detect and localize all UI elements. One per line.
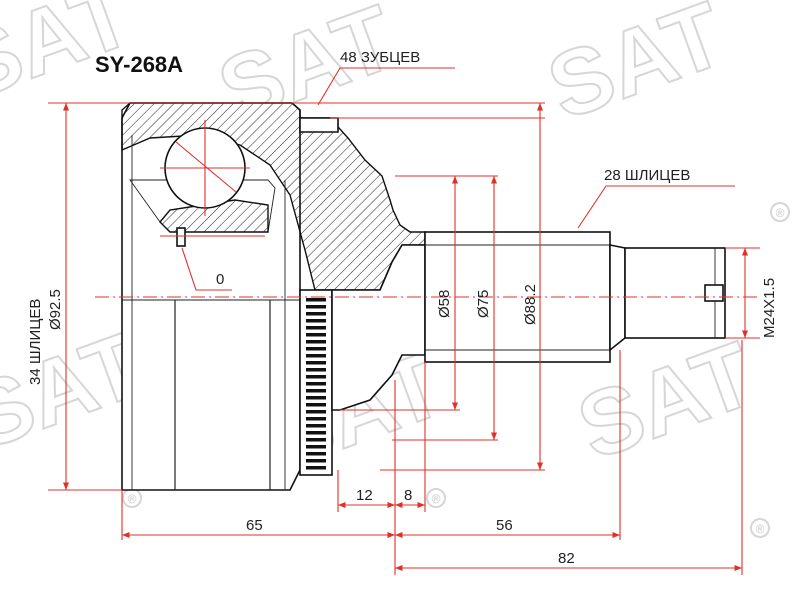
ball-centerline: [175, 141, 237, 193]
leader-angle: [181, 247, 232, 291]
abs-tooth: [306, 319, 326, 323]
length-56-label: 56: [496, 517, 513, 534]
registered-icon: ®: [432, 492, 441, 506]
abs-tooth: [306, 312, 326, 316]
d58-label: Ø58: [436, 290, 453, 318]
dimension-labels: 48 ЗУБЦЕВ 28 ШЛИЦЕВ 0 34 ШЛИЦЕВ Ø92.5 Ø5…: [27, 49, 778, 567]
abs-tooth: [306, 389, 326, 393]
abs-tooth: [306, 459, 326, 463]
inner-splines-label: 34 ШЛИЦЕВ: [27, 299, 44, 385]
abs-tooth: [306, 305, 326, 309]
angle-label: 0: [216, 271, 224, 288]
inner-race-hatched: [159, 199, 269, 233]
registered-icon: ®: [128, 492, 137, 506]
abs-tooth: [306, 354, 326, 358]
abs-tooth: [306, 424, 326, 428]
abs-tooth: [306, 466, 326, 470]
registered-icon: [770, 202, 790, 222]
registered-icon: [426, 488, 446, 508]
abs-tooth: [306, 452, 326, 456]
tooth-detail: [299, 117, 339, 133]
angle-pin: [176, 227, 186, 247]
abs-tooth: [306, 298, 326, 302]
cotter-pin-hole: [704, 284, 724, 302]
outer-diameter-label: Ø92.5: [47, 289, 64, 330]
length-82-label: 82: [558, 550, 575, 567]
abs-tooth: [306, 403, 326, 407]
abs-tooth: [306, 368, 326, 372]
leader-splines-outer: [577, 185, 735, 229]
abs-tooth: [306, 445, 326, 449]
leader-teeth: [317, 67, 455, 106]
dimension-lines: [48, 67, 760, 575]
abs-tooth: [306, 431, 326, 435]
abs-tooth: [306, 340, 326, 344]
abs-tooth: [306, 438, 326, 442]
registered-icon: ®: [776, 206, 785, 220]
length-65-label: 65: [246, 517, 263, 534]
watermark-logo: SAT: [536, 0, 737, 139]
outer-splines-label: 28 ШЛИЦЕВ: [604, 167, 690, 184]
abs-tooth: [306, 326, 326, 330]
abs-tooth: [306, 382, 326, 386]
cv-joint-part: [121, 102, 726, 491]
abs-tooth: [306, 333, 326, 337]
d75-label: Ø75: [475, 290, 492, 318]
abs-tooth: [306, 375, 326, 379]
abs-tooth: [306, 410, 326, 414]
threaded-end: [609, 244, 626, 352]
registered-icon: ®: [756, 522, 765, 536]
joint-neck: [331, 244, 426, 411]
abs-tooth: [306, 417, 326, 421]
abs-tooth: [306, 361, 326, 365]
part-number-title: SY-268A: [95, 52, 183, 77]
abs-teeth: [306, 298, 326, 470]
registered-icon: [750, 518, 770, 538]
thread-label: M24X1.5: [761, 278, 778, 338]
length-12-label: 12: [356, 487, 373, 504]
length-8-label: 8: [404, 487, 412, 504]
teeth-count-label: 48 ЗУБЦЕВ: [340, 49, 420, 66]
abs-tooth: [306, 396, 326, 400]
abs-tooth: [306, 347, 326, 351]
d88-label: Ø88.2: [522, 284, 539, 325]
